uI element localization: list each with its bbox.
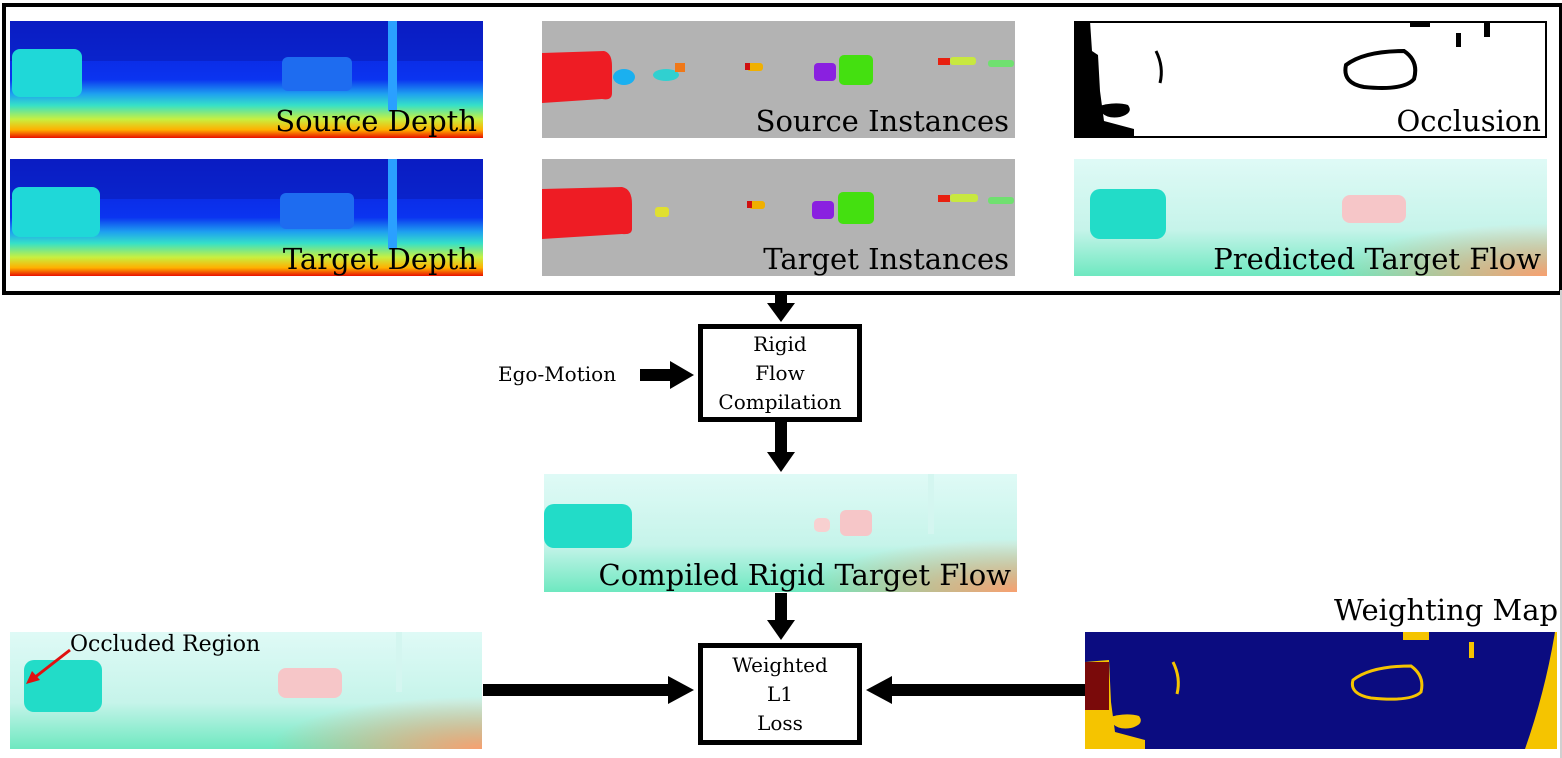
target-instances-caption: Target Instances bbox=[763, 242, 1009, 276]
predicted-flow-image: Predicted Target Flow bbox=[1074, 159, 1547, 276]
right-edge-rule bbox=[1560, 290, 1562, 758]
weighted-l1-loss-box: Weighted L1 Loss bbox=[698, 643, 862, 745]
source-instances-image: Source Instances bbox=[542, 21, 1015, 138]
compiled-flow-caption: Compiled Rigid Target Flow bbox=[598, 558, 1011, 592]
rigid-flow-compilation-box: Rigid Flow Compilation bbox=[698, 324, 862, 422]
weighting-map-caption: Weighting Map bbox=[1334, 593, 1559, 627]
rigid-box-line-3: Compilation bbox=[718, 389, 842, 414]
rigid-box-line-1: Rigid bbox=[753, 331, 807, 356]
arrow-compiled-to-loss bbox=[767, 593, 795, 640]
arrow-rigid-to-compiled bbox=[767, 420, 795, 472]
arrow-ego-motion bbox=[640, 361, 694, 389]
source-depth-caption: Source Depth bbox=[275, 104, 477, 138]
rigid-box-line-2: Flow bbox=[755, 360, 805, 385]
occlusion-image: Occlusion bbox=[1074, 21, 1547, 138]
target-depth-image: Target Depth bbox=[10, 159, 483, 276]
loss-box-line-2: L1 bbox=[766, 681, 793, 706]
compiled-rigid-flow-image: Compiled Rigid Target Flow bbox=[544, 474, 1017, 592]
source-instances-caption: Source Instances bbox=[755, 104, 1009, 138]
arrow-weighting-to-loss bbox=[866, 676, 1085, 704]
loss-box-line-3: Loss bbox=[757, 710, 803, 735]
weighting-map-image bbox=[1085, 632, 1557, 749]
ego-motion-label: Ego-Motion bbox=[498, 362, 617, 386]
target-depth-caption: Target Depth bbox=[282, 242, 477, 276]
occlusion-caption: Occlusion bbox=[1396, 104, 1541, 138]
occluded-region-flow-image bbox=[10, 632, 482, 749]
arrow-inputs-to-rigid bbox=[767, 291, 795, 322]
predicted-flow-caption: Predicted Target Flow bbox=[1213, 242, 1541, 276]
loss-box-line-1: Weighted bbox=[732, 652, 828, 677]
occluded-region-label: Occluded Region bbox=[70, 632, 261, 657]
source-depth-image: Source Depth bbox=[10, 21, 483, 138]
arrow-left-flow-to-loss bbox=[483, 676, 694, 704]
target-instances-image: Target Instances bbox=[542, 159, 1015, 276]
